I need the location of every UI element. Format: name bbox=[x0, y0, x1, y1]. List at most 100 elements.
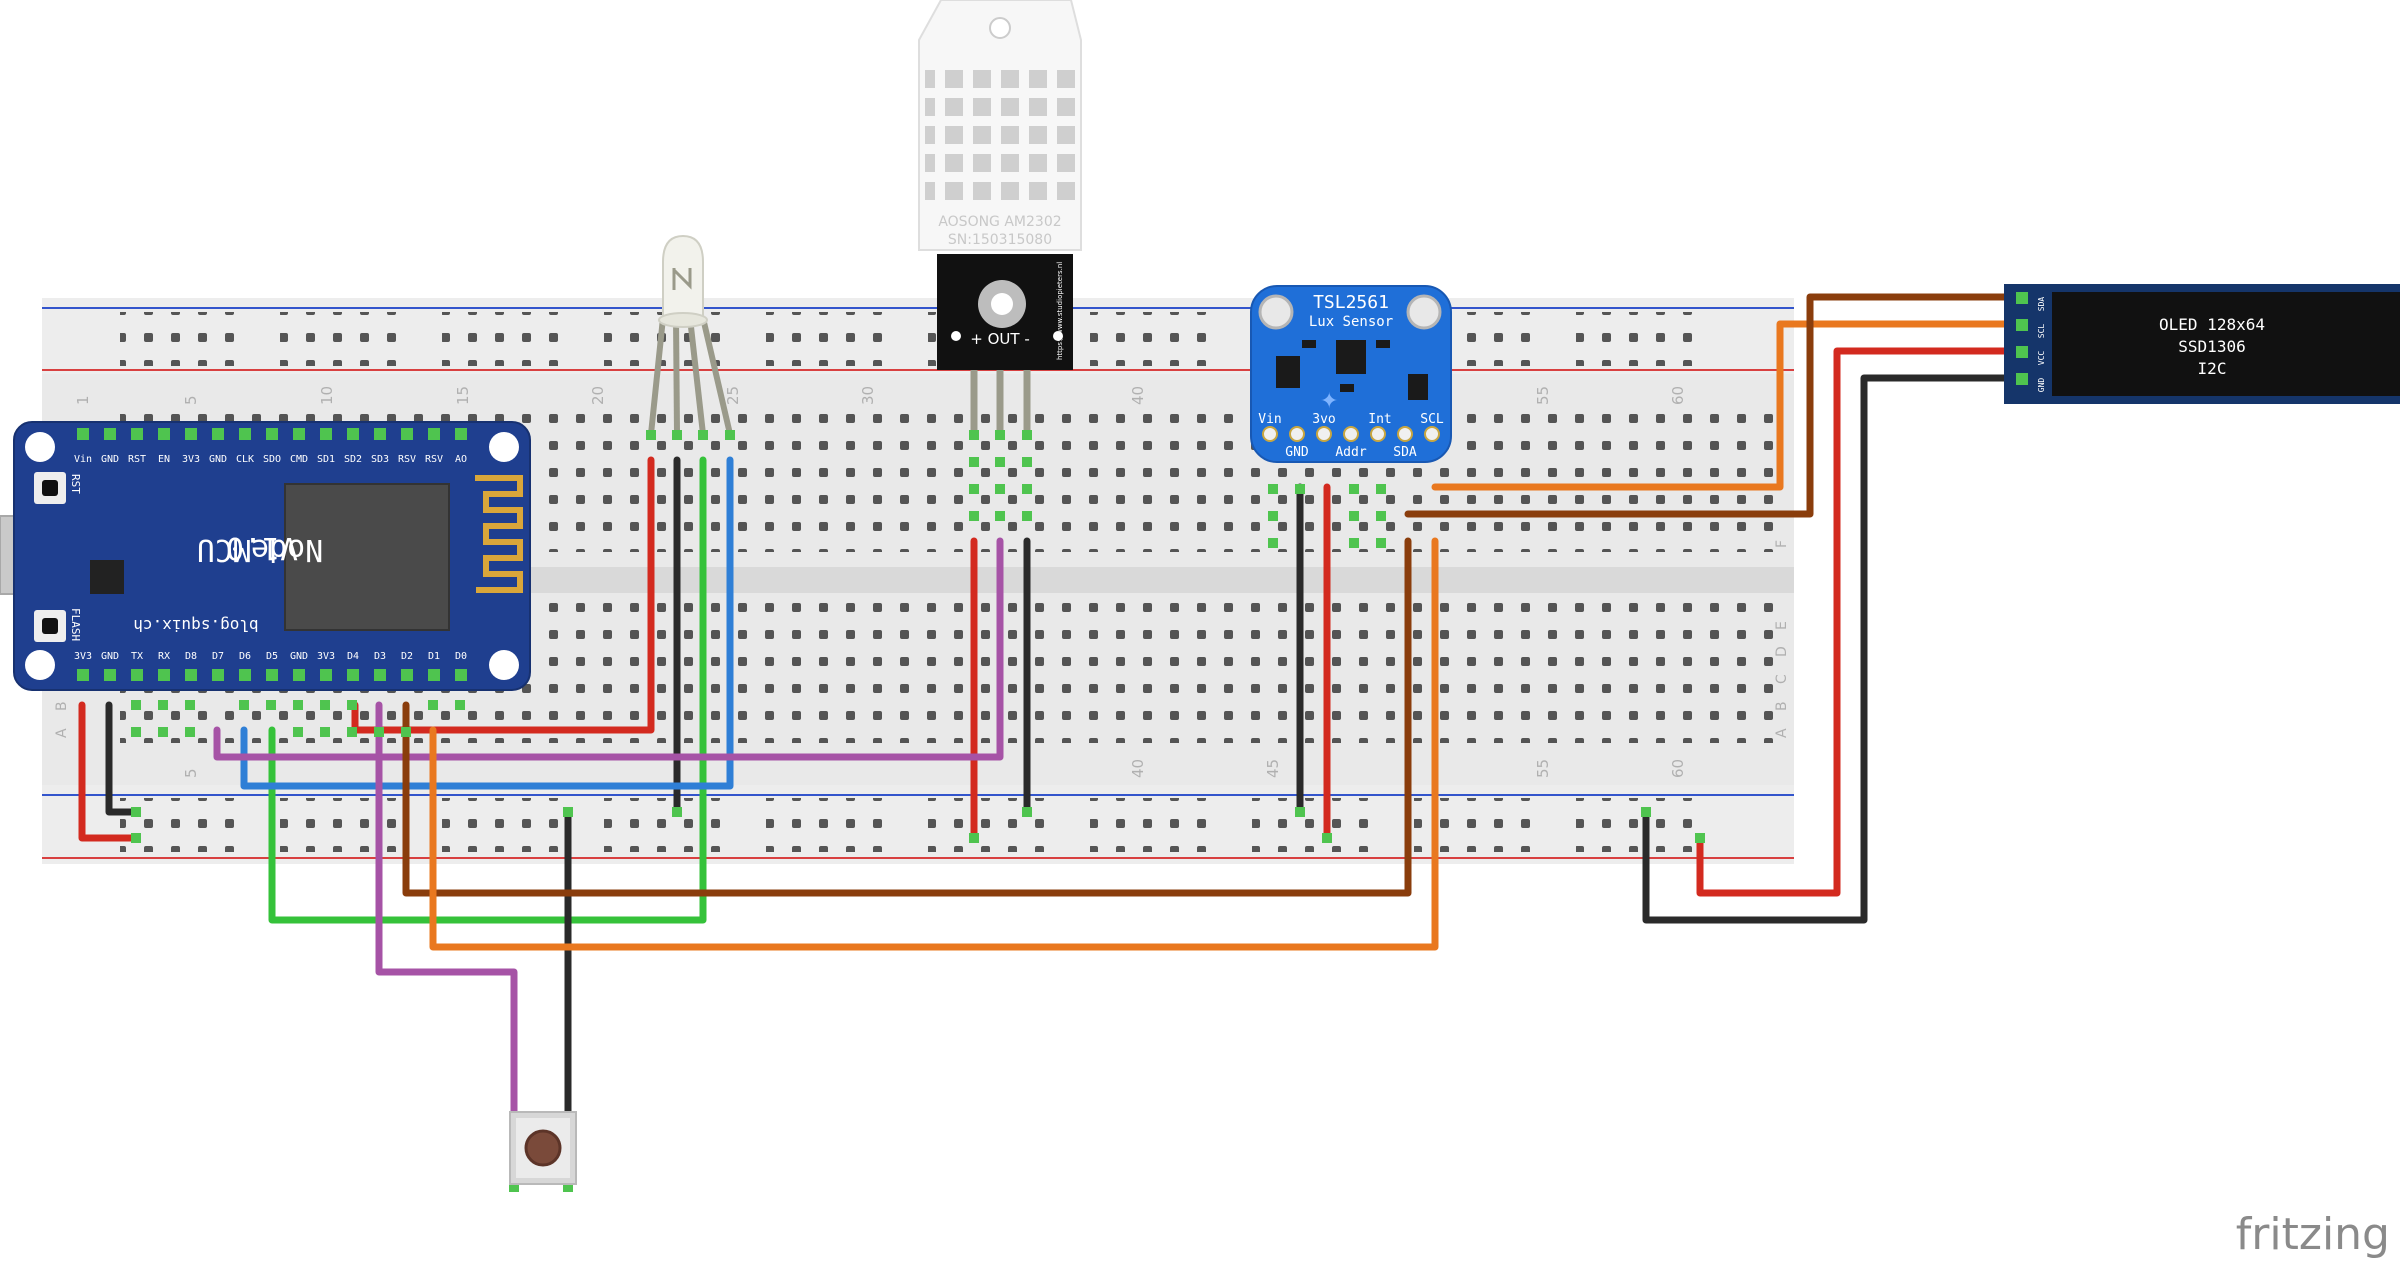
nodemcu-pin-gnd-top-2: GND bbox=[209, 454, 227, 465]
tsl2561-sensor: TSL2561 Lux Sensor ✦ Vin 3vo Int SCL GND… bbox=[1250, 285, 1452, 463]
wire-green-led bbox=[268, 456, 707, 924]
wire-black-gnd bbox=[105, 701, 140, 816]
col-num-10: 10 bbox=[318, 386, 336, 405]
row-letter-A: A bbox=[1774, 728, 1790, 738]
row-letter-C: C bbox=[1774, 674, 1790, 684]
button-cap bbox=[524, 1129, 562, 1167]
dht-serial-label: SN:150315080 bbox=[948, 232, 1052, 248]
tsl-pin-sda: SDA bbox=[1393, 445, 1417, 460]
col-num-60: 60 bbox=[1669, 386, 1687, 405]
tsl-pin-gnd: GND bbox=[1285, 445, 1309, 460]
tsl-pin-int: Int bbox=[1368, 412, 1391, 427]
nodemcu-pin-sd1: SD1 bbox=[317, 454, 335, 465]
nodemcu-pin-d3: D3 bbox=[374, 651, 386, 662]
dht22-sensor: + OUT - https://www.studiopieters.nl AOS… bbox=[918, 0, 1082, 370]
wire-orange-oled-scl bbox=[1431, 320, 2020, 491]
wire-purple-button bbox=[375, 701, 518, 1119]
col-num-40: 40 bbox=[1129, 386, 1147, 405]
col-num-60-bottom: 60 bbox=[1669, 759, 1687, 778]
nodemcu-pin-3v3-bottom-1: 3V3 bbox=[74, 651, 92, 662]
nodemcu-pin-sd3: SD3 bbox=[371, 454, 389, 465]
nodemcu-pin-clk: CLK bbox=[236, 454, 254, 465]
dht-out-label: + OUT - bbox=[970, 330, 1029, 348]
rail-holes-bottom bbox=[120, 798, 1780, 852]
esp-chip bbox=[284, 483, 450, 631]
tsl-pin-addr: Addr bbox=[1335, 445, 1366, 460]
nodemcu-pin-d7: D7 bbox=[212, 651, 224, 662]
nodemcu-pin-d2: D2 bbox=[401, 651, 413, 662]
nodemcu-pin-rst: RST bbox=[128, 454, 146, 465]
col-num-15: 15 bbox=[454, 386, 472, 405]
wire-purple-dht bbox=[213, 537, 1004, 761]
nodemcu-pin-d4: D4 bbox=[347, 651, 359, 662]
col-num-30: 30 bbox=[859, 386, 877, 405]
nodemcu-board: RST FLASH V1.0 NodeMCU blog.squix.ch Vin bbox=[0, 421, 531, 691]
nodemcu-pin-d5: D5 bbox=[266, 651, 278, 662]
nodemcu-pin-sdo: SDO bbox=[263, 454, 281, 465]
tsl-pin-scl: SCL bbox=[1420, 412, 1444, 427]
oled-line-3: I2C bbox=[2198, 359, 2227, 378]
nodemcu-pin-en: EN bbox=[158, 454, 170, 465]
nodemcu-pin-gnd-top-1: GND bbox=[101, 454, 119, 465]
dht-model-label: AOSONG AM2302 bbox=[938, 214, 1061, 230]
tsl-title: TSL2561 bbox=[1313, 292, 1389, 313]
svg-text:✦: ✦ bbox=[1320, 389, 1338, 414]
row-letters: F E D C B A B A bbox=[54, 540, 1790, 738]
connection-highlights bbox=[131, 430, 1705, 1192]
nodemcu-pin-d1: D1 bbox=[428, 651, 440, 662]
nodemcu-pin-tx: TX bbox=[131, 651, 143, 662]
push-button bbox=[509, 1111, 577, 1185]
oled-pin-vcc: VCC bbox=[2037, 351, 2046, 366]
nodemcu-pin-rsv-1: RSV bbox=[398, 454, 416, 465]
col-num-5-bottom: 5 bbox=[182, 768, 200, 778]
dht-legs bbox=[970, 362, 1031, 434]
col-num-5: 5 bbox=[182, 395, 200, 405]
wire-brown-oled-sda bbox=[1404, 293, 2020, 518]
oled-line-1: OLED 128x64 bbox=[2159, 315, 2265, 334]
col-num-40-bottom: 40 bbox=[1129, 759, 1147, 778]
rgb-led bbox=[658, 234, 708, 328]
breadboard: 1 5 10 15 20 25 30 40 45 50 55 60 5 40 4… bbox=[42, 298, 1794, 864]
nodemcu-pin-d8: D8 bbox=[185, 651, 197, 662]
oled-pin-sda: SDA bbox=[2037, 297, 2046, 312]
tsl-subtitle: Lux Sensor bbox=[1309, 314, 1393, 330]
row-letter-B-left: B bbox=[54, 701, 70, 711]
wire-red-led bbox=[351, 456, 655, 734]
col-num-55-bottom: 55 bbox=[1534, 759, 1552, 778]
nodemcu-pin-rsv-2: RSV bbox=[425, 454, 443, 465]
nodemcu-pin-ao: AO bbox=[455, 454, 467, 465]
row-letter-A-left: A bbox=[54, 728, 70, 738]
nodemcu-pin-vin: Vin bbox=[74, 454, 92, 465]
nodemcu-pin-gnd-bottom-2: GND bbox=[290, 651, 308, 662]
dht-url-label: https://www.studiopieters.nl bbox=[1056, 262, 1064, 360]
wires bbox=[78, 293, 2020, 1119]
nodemcu-top-pins: Vin GND RST EN 3V3 GND CLK SDO CMD SD1 S… bbox=[74, 428, 467, 465]
oled-display: SDA SCL VCC GND OLED 128x64 SSD1306 I2C bbox=[2004, 284, 2400, 404]
col-num-55: 55 bbox=[1534, 386, 1552, 405]
row-letter-D: D bbox=[1774, 646, 1790, 657]
row-letter-F: F bbox=[1774, 540, 1790, 548]
tsl-chips bbox=[1276, 340, 1428, 400]
row-letter-E: E bbox=[1774, 621, 1790, 630]
nodemcu-title: NodeMCU bbox=[197, 532, 323, 567]
oled-line-2: SSD1306 bbox=[2178, 337, 2245, 356]
nodemcu-pin-3v3-bottom-2: 3V3 bbox=[317, 651, 335, 662]
nodemcu-flash-label: FLASH bbox=[69, 608, 82, 641]
wire-red-power bbox=[78, 701, 140, 842]
nodemcu-site: blog.squix.ch bbox=[133, 616, 258, 635]
nodemcu-pin-cmd: CMD bbox=[290, 454, 308, 465]
oled-pin-gnd: GND bbox=[2037, 378, 2046, 393]
col-num-25: 25 bbox=[724, 386, 742, 405]
col-num-20: 20 bbox=[589, 386, 607, 405]
wire-black-oled-gnd bbox=[1642, 374, 2020, 924]
oled-pin-scl: SCL bbox=[2037, 324, 2046, 339]
row-letter-B: B bbox=[1774, 701, 1790, 711]
nodemcu-bottom-pins: 3V3 GND TX RX D8 D7 D6 D5 GND 3V3 D4 D3 … bbox=[74, 651, 467, 681]
nodemcu-pin-sd2: SD2 bbox=[344, 454, 362, 465]
nodemcu-pin-d0: D0 bbox=[455, 651, 467, 662]
tsl-pin-vin: Vin bbox=[1258, 412, 1281, 427]
wire-brown-sda bbox=[402, 537, 1412, 897]
led-legs bbox=[648, 317, 733, 435]
wire-red-oled-vcc bbox=[1696, 347, 2020, 897]
